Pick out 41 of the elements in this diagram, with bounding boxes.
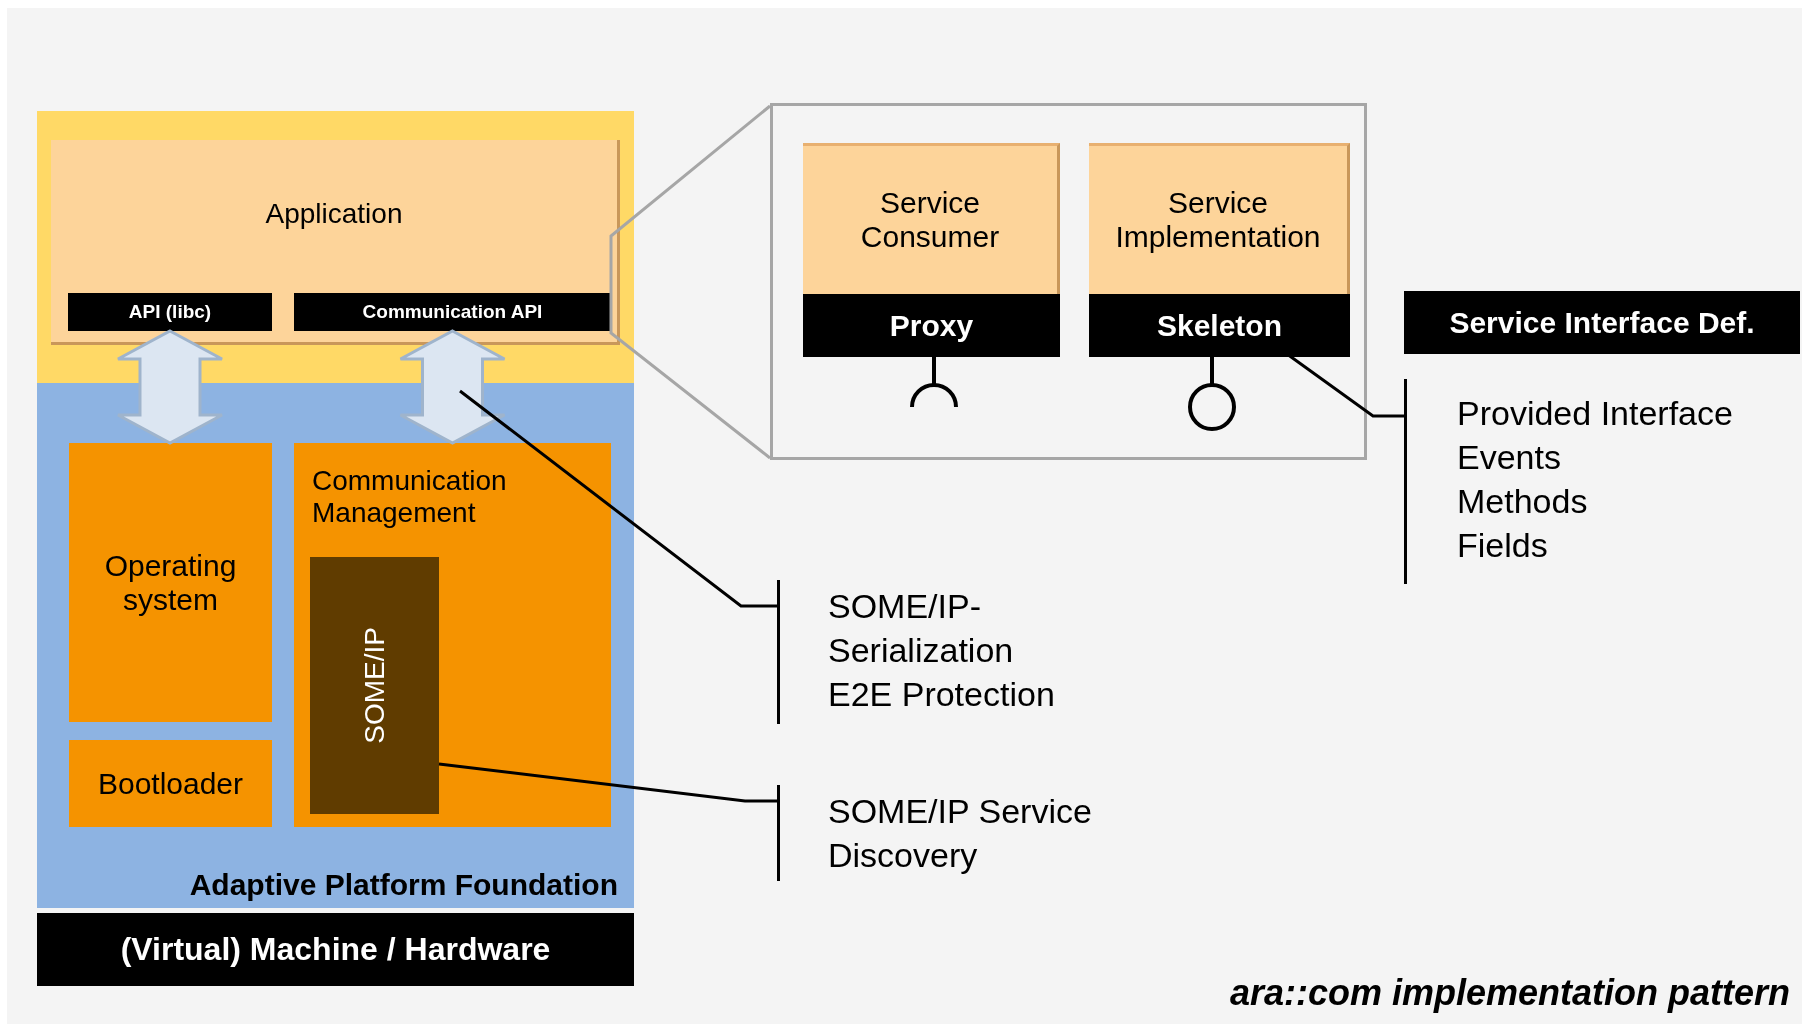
node-text: Operating system: [103, 548, 238, 617]
proxy-bar: [803, 294, 1060, 357]
node-text: Events: [1457, 437, 1562, 478]
node-text: Fields: [1457, 525, 1549, 566]
node-text: Skeleton: [1156, 308, 1282, 343]
service-box: [1089, 143, 1350, 294]
node-text: API (libc): [127, 301, 213, 323]
module-box: [69, 443, 272, 722]
platform-layer: [37, 383, 634, 908]
leader-line: [438, 762, 777, 803]
node-text: Provided Interface: [1457, 393, 1734, 434]
node-text: SOME/IP- Serialization: [828, 586, 1015, 671]
module-box: [69, 740, 272, 827]
interface-bar: [1404, 291, 1800, 354]
node-text: Application: [264, 198, 404, 230]
protocol-box: [310, 557, 439, 814]
node-text: E2E Protection: [828, 674, 1056, 715]
application-box: [51, 140, 620, 345]
module-box: [294, 443, 611, 827]
caption: ara::com implementation pattern: [1229, 972, 1790, 1014]
api-bar: [68, 293, 272, 331]
node-text: (Virtual) Machine / Hardware: [120, 931, 551, 968]
node-text: Communication API: [361, 301, 544, 323]
node-text: Methods: [1457, 481, 1589, 522]
api-bar: [294, 293, 611, 331]
service-box: [803, 143, 1060, 294]
node-text: Service Interface Def.: [1449, 305, 1755, 340]
zoom-panel: [770, 103, 1367, 460]
node-text: Bootloader: [97, 766, 244, 801]
node-text: Service Implementation: [1114, 186, 1322, 254]
node-text: Service Consumer: [859, 186, 1001, 254]
node-text: Adaptive Platform Foundation: [189, 868, 618, 902]
node-text: SOME/IP Service Discovery: [828, 791, 1093, 876]
node-text: Proxy: [889, 308, 974, 343]
double-arrow: [116, 329, 224, 445]
hardware-layer: [37, 913, 634, 986]
node-text: SOME/IP: [358, 627, 391, 744]
leader-line: [459, 389, 777, 608]
skeleton-bar: [1089, 294, 1350, 357]
double-arrow: [399, 329, 506, 445]
node-text: Communication Management: [312, 465, 508, 529]
